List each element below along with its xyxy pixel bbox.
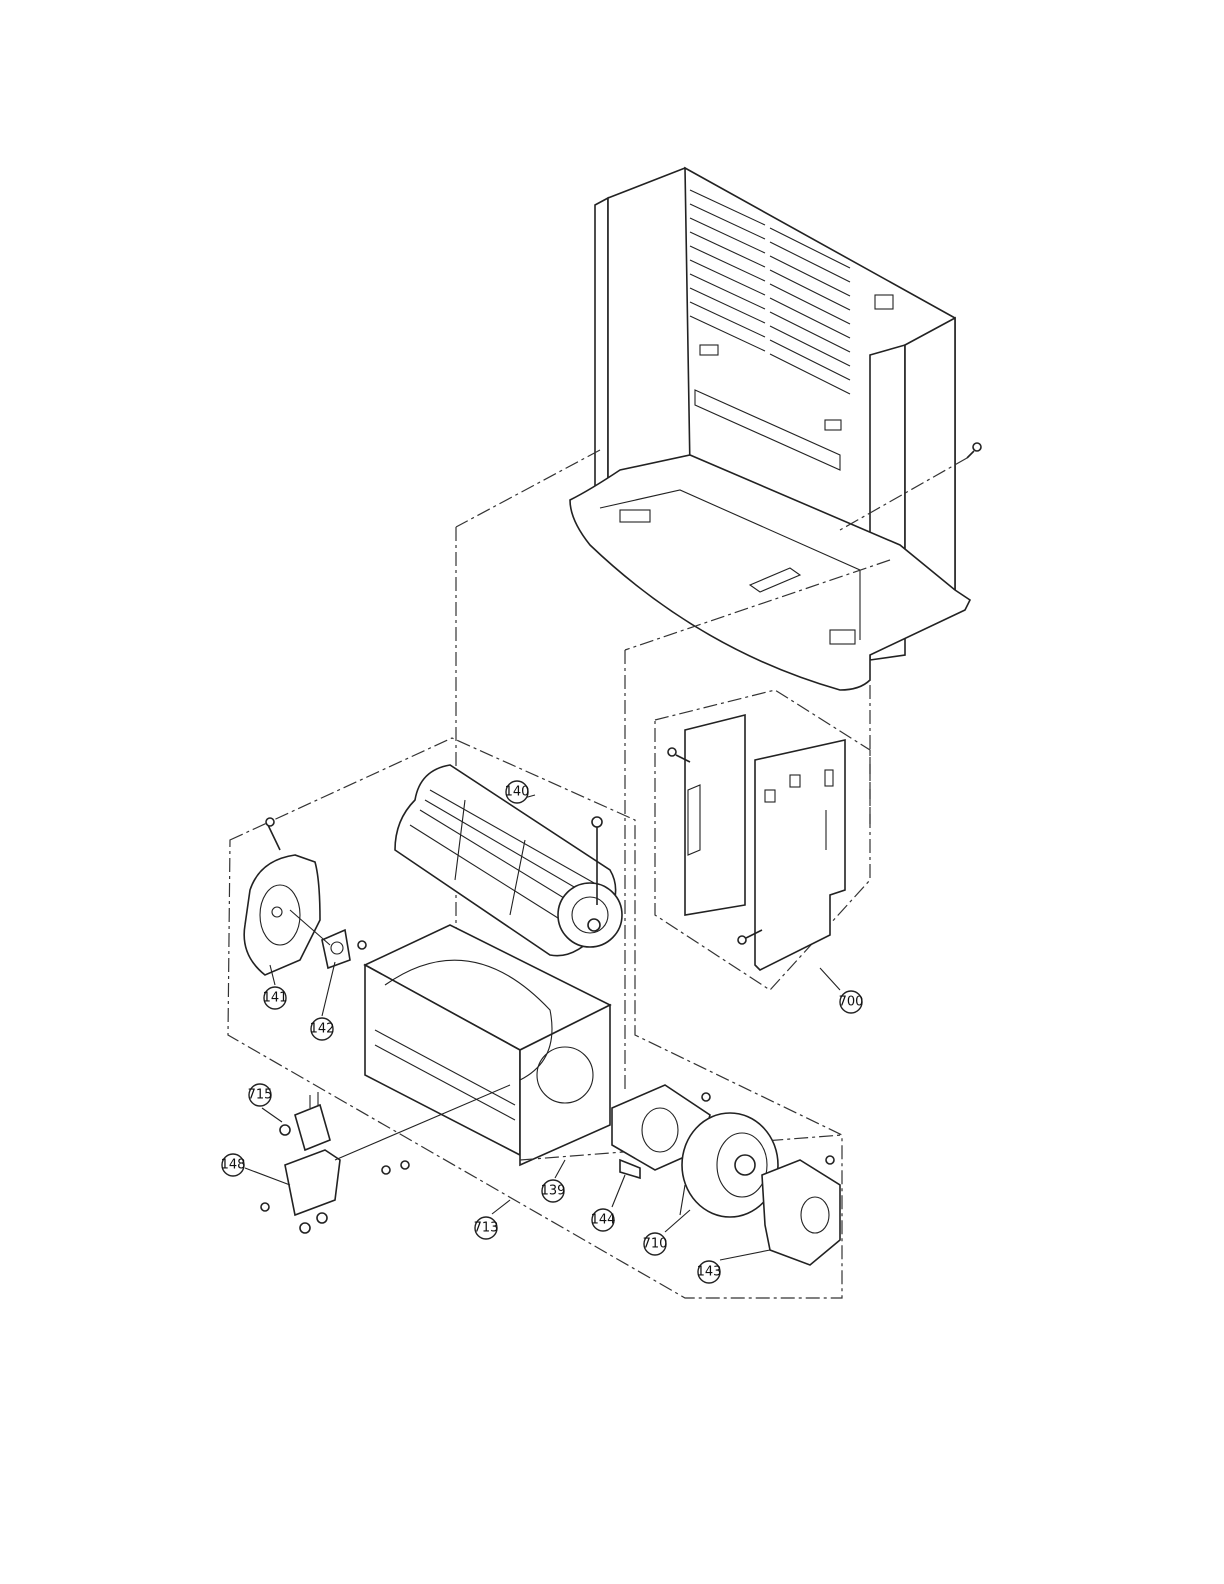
callout-713: 713 — [474, 1217, 499, 1239]
callout-141: 141 — [263, 987, 288, 1009]
cabinet-housing — [570, 168, 981, 690]
screw-icon — [266, 818, 274, 826]
callout-715: 715 — [248, 1084, 273, 1106]
motor-bracket — [762, 1160, 840, 1265]
svg-text:141: 141 — [263, 991, 288, 1006]
svg-text:144: 144 — [591, 1213, 616, 1228]
switch-component — [280, 1092, 330, 1150]
svg-text:713: 713 — [474, 1221, 499, 1236]
callout-144: 144 — [591, 1209, 616, 1231]
svg-text:140: 140 — [505, 785, 530, 800]
svg-text:710: 710 — [643, 1237, 668, 1252]
callout-710: 710 — [643, 1233, 668, 1255]
svg-text:143: 143 — [697, 1265, 722, 1280]
callout-700: 700 — [839, 991, 864, 1013]
screw-icon — [967, 443, 981, 458]
screw-icon — [826, 1156, 834, 1164]
callout-139: 139 — [541, 1180, 566, 1202]
svg-text:139: 139 — [541, 1184, 566, 1199]
screw-icon — [382, 1161, 409, 1174]
callout-140: 140 — [505, 781, 530, 803]
control-box-assembly — [655, 690, 870, 990]
callout-143: 143 — [697, 1261, 722, 1283]
switch-bracket — [261, 1150, 340, 1233]
svg-text:700: 700 — [839, 995, 864, 1010]
bearing-plate — [244, 825, 320, 975]
svg-text:715: 715 — [248, 1088, 273, 1103]
svg-text:148: 148 — [221, 1158, 246, 1173]
blower-housing — [365, 925, 610, 1165]
callout-148: 148 — [221, 1154, 246, 1176]
screw-icon — [702, 1093, 710, 1101]
bushing — [322, 930, 366, 968]
callout-142: 142 — [310, 1018, 335, 1040]
svg-text:142: 142 — [310, 1022, 335, 1037]
